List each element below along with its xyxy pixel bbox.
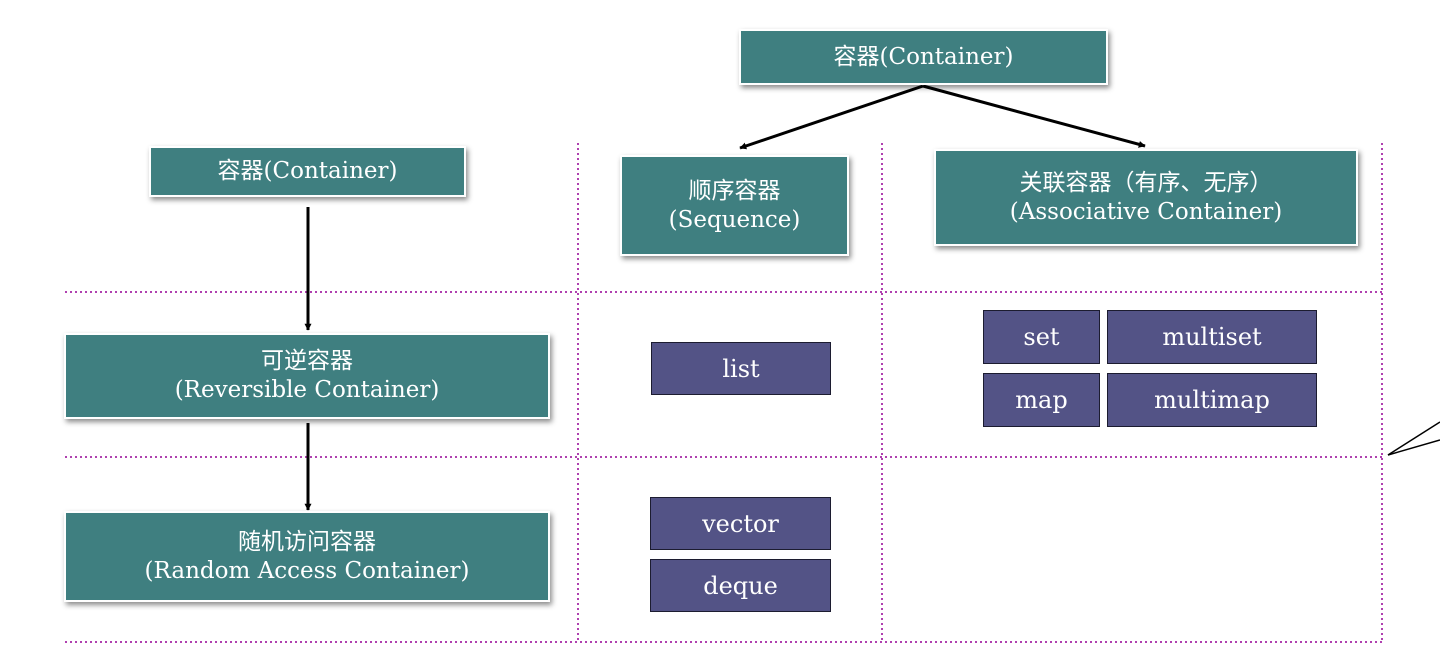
sequence-label-en: (Sequence)	[668, 206, 801, 233]
map-label: map	[1015, 386, 1068, 414]
root-container-box: 容器(Container)	[739, 29, 1108, 85]
reversible-label-cn: 可逆容器	[261, 348, 353, 375]
multimap-box: multimap	[1107, 373, 1317, 427]
associative-label-cn: 关联容器（有序、无序）	[1019, 169, 1273, 196]
reversible-container-box: 可逆容器 (Reversible Container)	[64, 333, 550, 419]
callout-pointer	[1387, 421, 1440, 456]
sequence-label-cn: 顺序容器	[688, 177, 781, 204]
arrow-root-to-sequence	[739, 84, 924, 150]
container-label: 容器(Container)	[217, 158, 398, 185]
set-box: set	[983, 310, 1100, 364]
grid-lines	[65, 143, 1383, 643]
deque-box: deque	[650, 559, 831, 612]
reversible-label-en: (Reversible Container)	[174, 377, 440, 403]
random-access-label-cn: 随机访问容器	[238, 528, 376, 555]
random-access-container-box: 随机访问容器 (Random Access Container)	[64, 511, 550, 602]
set-label: set	[1023, 323, 1060, 351]
multimap-label: multimap	[1154, 386, 1270, 414]
deque-label: deque	[703, 571, 778, 600]
associative-container-box: 关联容器（有序、无序） (Associative Container)	[934, 149, 1358, 246]
container-box: 容器(Container)	[149, 146, 466, 197]
sequence-container-box: 顺序容器 (Sequence)	[620, 155, 849, 256]
associative-label-en: (Associative Container)	[1009, 198, 1283, 225]
multiset-label: multiset	[1162, 323, 1262, 351]
list-box: list	[651, 342, 831, 395]
vector-box: vector	[650, 497, 831, 550]
callout-line-lower	[1387, 439, 1440, 456]
multiset-box: multiset	[1107, 310, 1317, 364]
arrows	[304, 84, 1146, 511]
random-access-label-en: (Random Access Container)	[144, 557, 470, 584]
arrow-root-to-associative	[922, 84, 1146, 148]
vector-label: vector	[702, 509, 779, 538]
callout-line-upper	[1387, 421, 1440, 456]
list-label: list	[722, 354, 760, 383]
root-container-label: 容器(Container)	[833, 43, 1014, 70]
map-box: map	[983, 373, 1100, 427]
